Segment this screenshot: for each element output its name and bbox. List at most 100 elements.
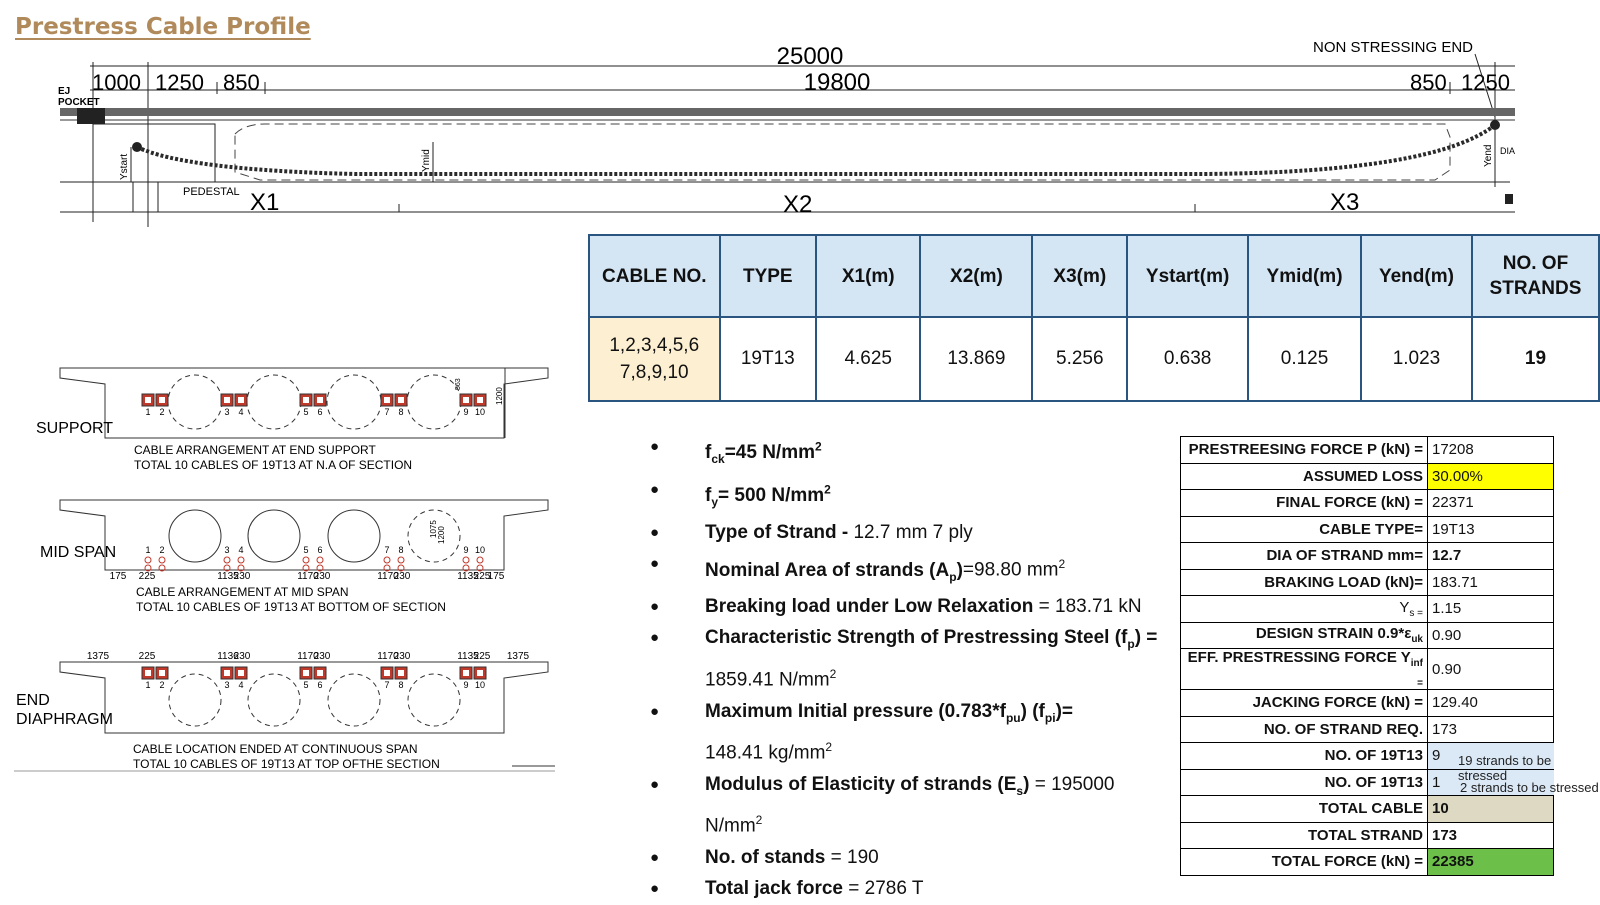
- header-yend: Yend(m): [1359, 234, 1473, 318]
- spacing-label: 175: [110, 571, 127, 582]
- force-row-value: 1.15: [1427, 595, 1554, 623]
- cable-table-header: CABLE NO. TYPE X1(m) X2(m) X3(m) Ystart(…: [588, 234, 1600, 318]
- spacing-label: 225: [139, 571, 156, 582]
- cell-ymid: 0.125: [1247, 316, 1362, 402]
- force-row-label: NO. OF STRAND REQ.: [1180, 715, 1428, 743]
- pedestal-block: [132, 181, 159, 213]
- spacing-label: 230: [394, 571, 411, 582]
- force-row-label: PRESTREESING FORCE P (kN) =: [1180, 436, 1428, 464]
- cable-number: 6: [317, 680, 322, 690]
- segment-x1: X1: [250, 189, 279, 216]
- void-circle: [406, 374, 462, 430]
- void-circle: [327, 673, 381, 727]
- cable-number: 5: [303, 545, 308, 555]
- cable-number: 3: [224, 680, 229, 690]
- cable-duct-core: [224, 670, 230, 676]
- force-row-value: 0.90: [1427, 648, 1554, 690]
- cable-duct-core: [159, 670, 165, 676]
- cable-duct-core: [317, 397, 323, 403]
- cable-number: 5: [303, 407, 308, 417]
- force-row-label: BRAKING LOAD (kN)=: [1180, 568, 1428, 596]
- cable-number: 2: [159, 407, 164, 417]
- cable-number: 9: [463, 680, 468, 690]
- cable-number: 6: [317, 545, 322, 555]
- ej-label: EJ: [58, 86, 70, 97]
- spacing-label: 230: [314, 651, 331, 662]
- cable-number: 6: [317, 407, 322, 417]
- cable-duct-core: [384, 397, 390, 403]
- force-row-value: 12.7: [1427, 542, 1554, 570]
- cable-duct-core: [398, 397, 404, 403]
- void-circle: [407, 673, 461, 727]
- cable-duct: [144, 564, 152, 572]
- spacing-label: 230: [234, 651, 251, 662]
- cable-duct-core: [477, 397, 483, 403]
- cell-yend: 1.023: [1359, 316, 1473, 402]
- cable-number: 7: [384, 407, 389, 417]
- force-row-label: TOTAL STRAND: [1180, 821, 1428, 849]
- cable-number: 8: [398, 680, 403, 690]
- cable-number: 10: [475, 407, 485, 417]
- cable-number: 8: [398, 407, 403, 417]
- cable-table: CABLE NO. TYPE X1(m) X2(m) X3(m) Ystart(…: [588, 234, 1600, 402]
- cable-number: 10: [475, 680, 485, 690]
- force-row-label: DESIGN STRAIN 0.9*εuk: [1180, 621, 1428, 649]
- segment-x2: X2: [783, 191, 812, 218]
- force-row-label: JACKING FORCE (kN) =: [1180, 689, 1428, 717]
- cable-no-line-1: 1,2,3,4,5,6: [609, 335, 700, 356]
- cable-duct: [302, 564, 310, 572]
- cable-no-line-2: 7,8,9,10: [619, 362, 689, 383]
- cable-number: 5: [303, 680, 308, 690]
- support-caption-2: TOTAL 10 CABLES OF 19T13 AT N.A OF SECTI…: [134, 458, 412, 472]
- force-row-value: 19T13: [1427, 515, 1554, 543]
- force-row-value: 17208: [1427, 436, 1554, 464]
- header-x3: X3(m): [1031, 234, 1129, 318]
- cable-duct-core: [145, 397, 151, 403]
- table-row: Ys =1.15: [1180, 595, 1554, 623]
- table-row: NO. OF STRAND REQ.173: [1180, 715, 1554, 743]
- cable-number: 7: [384, 680, 389, 690]
- spacing-label: 225: [474, 651, 491, 662]
- cable-duct: [383, 564, 391, 572]
- table-row: EFF. PRESTRESSING FORCE Yinf =0.90: [1180, 648, 1554, 690]
- cable-number: 4: [238, 680, 243, 690]
- force-row-label: NO. OF 19T13: [1180, 768, 1428, 796]
- table-row: PRESTREESING FORCE P (kN) =17208: [1180, 436, 1554, 464]
- end-diaphragm-label-1: END: [16, 692, 50, 709]
- cable-duct: [158, 564, 166, 572]
- list-item: fck=45 N/mm2: [650, 432, 1170, 474]
- spacing-label: 230: [314, 571, 331, 582]
- force-row-value: 30.00%: [1427, 462, 1554, 490]
- table-row: TOTAL FORCE (kN) =22385: [1180, 848, 1554, 876]
- support-label: SUPPORT: [36, 420, 113, 437]
- midspan-caption-2: TOTAL 10 CABLES OF 19T13 AT BOTTOM OF SE…: [136, 600, 446, 614]
- page-title: Prestress Cable Profile: [15, 14, 311, 40]
- void-circle: [168, 673, 222, 727]
- cable-duct: [237, 564, 245, 572]
- force-row-label: NO. OF 19T13: [1180, 742, 1428, 770]
- list-item: Modulus of Elasticity of strands (Es) = …: [650, 770, 1170, 842]
- note-2-strands: 2 strands to be stressed: [1460, 780, 1599, 795]
- cable-duct: [302, 556, 310, 564]
- force-row-label: Ys =: [1180, 595, 1428, 623]
- force-row-label: ASSUMED LOSS: [1180, 462, 1428, 490]
- cable-duct-core: [477, 670, 483, 676]
- table-row: DIA OF STRAND mm=12.7: [1180, 542, 1554, 570]
- header-x2: X2(m): [919, 234, 1034, 318]
- cable-number: 2: [159, 545, 164, 555]
- cable-duct-core: [384, 670, 390, 676]
- table-row: FINAL FORCE (kN) =22371: [1180, 489, 1554, 517]
- cable-number: 8: [398, 545, 403, 555]
- void-circle: [326, 374, 382, 430]
- spacing-label: 1170: [377, 651, 399, 662]
- ymid-label: Ymid: [421, 149, 432, 172]
- table-row: JACKING FORCE (kN) =129.40: [1180, 689, 1554, 717]
- spacing-label: 225: [139, 651, 156, 662]
- cable-number: 10: [475, 545, 485, 555]
